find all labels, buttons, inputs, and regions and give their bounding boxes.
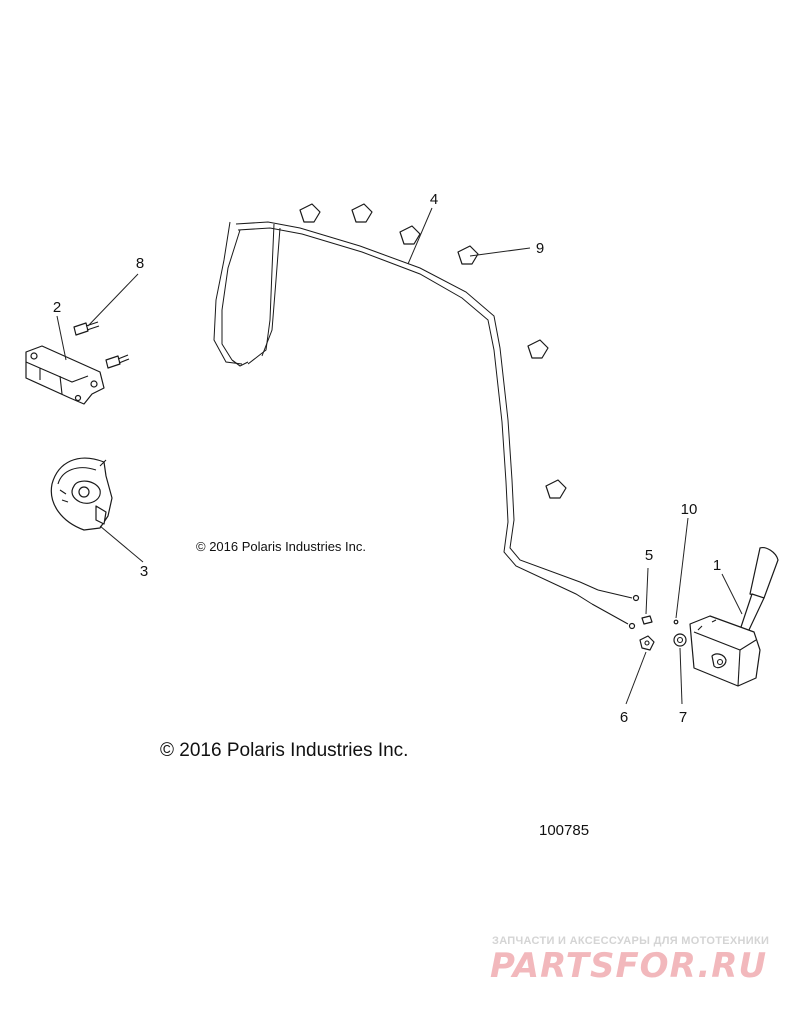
callout-7: 7 <box>678 709 688 726</box>
bolt-part-8 <box>73 321 130 369</box>
callout-2: 2 <box>52 299 62 316</box>
pin-part-10 <box>673 619 679 625</box>
callout-5: 5 <box>644 547 654 564</box>
cable-clip-part-9 <box>299 203 567 499</box>
washer-part-6 <box>639 635 655 651</box>
callout-8: 8 <box>135 255 145 272</box>
leader-lines <box>56 207 743 705</box>
bracket-part-2 <box>25 345 105 405</box>
callout-1: 1 <box>712 557 722 574</box>
callout-10: 10 <box>680 501 698 518</box>
callout-3: 3 <box>139 563 149 580</box>
shifter-part-1 <box>689 547 779 687</box>
washer-part-7 <box>673 633 687 647</box>
cable-assembly-part-4 <box>213 221 640 630</box>
watermark-tagline: ЗАПЧАСТИ И АКСЕССУАРЫ ДЛЯ МОТОТЕХНИКИ <box>492 935 770 947</box>
copyright-notice-large: © 2016 Polaris Industries Inc. <box>160 740 409 761</box>
diagram-id: 100785 <box>539 822 590 839</box>
callout-4: 4 <box>429 191 439 208</box>
watermark-logo: PARTSFOR.RU <box>490 946 768 986</box>
shift-plate-part-3 <box>50 457 113 531</box>
copyright-notice-small: © 2016 Polaris Industries Inc. <box>196 539 366 554</box>
clip-part-5 <box>641 615 653 625</box>
callout-6: 6 <box>619 709 629 726</box>
callout-9: 9 <box>535 240 545 257</box>
